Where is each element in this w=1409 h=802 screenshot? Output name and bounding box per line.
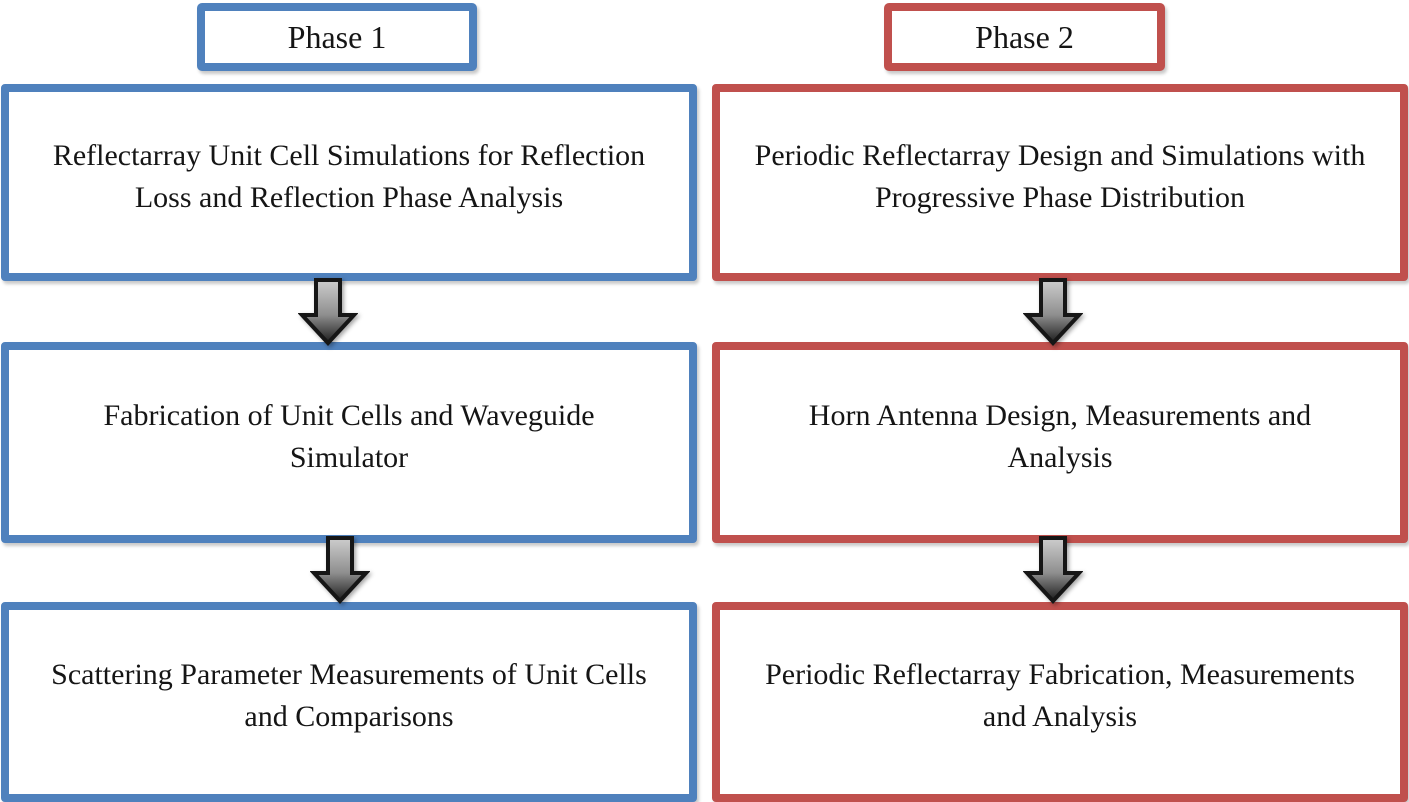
phase2-box-3: Periodic Reflectarray Fabrication, Measu… (712, 602, 1408, 802)
phase2-box-2: Horn Antenna Design, Measurements and An… (712, 342, 1408, 543)
phase2-box-2-label: Horn Antenna Design, Measurements and An… (808, 398, 1312, 474)
phase2-box-3-label: Periodic Reflectarray Fabrication, Measu… (765, 658, 1355, 733)
phase1-box-3-label: Scattering Parameter Measurements of Uni… (51, 658, 647, 733)
phase1-box-2: Fabrication of Unit Cells and Waveguide … (1, 342, 697, 543)
phase1-header-label: Phase 1 (287, 19, 387, 55)
down-arrow-icon (1023, 536, 1083, 604)
phase2-header: Phase 2 (884, 3, 1165, 71)
down-arrow-icon (298, 278, 358, 346)
phase1-box-1: Reflectarray Unit Cell Simulations for R… (1, 84, 697, 281)
phase2-box-1: Periodic Reflectarray Design and Simulat… (712, 84, 1408, 281)
down-arrow-icon (1023, 278, 1083, 346)
down-arrow-icon (310, 536, 370, 604)
phase1-box-3: Scattering Parameter Measurements of Uni… (1, 602, 697, 802)
phase2-header-label: Phase 2 (975, 19, 1074, 55)
phase1-box-2-label: Fabrication of Unit Cells and Waveguide … (103, 398, 595, 474)
phase2-box-1-label: Periodic Reflectarray Design and Simulat… (754, 138, 1366, 214)
phase1-header: Phase 1 (197, 3, 477, 71)
phase1-box-1-label: Reflectarray Unit Cell Simulations for R… (52, 138, 646, 214)
